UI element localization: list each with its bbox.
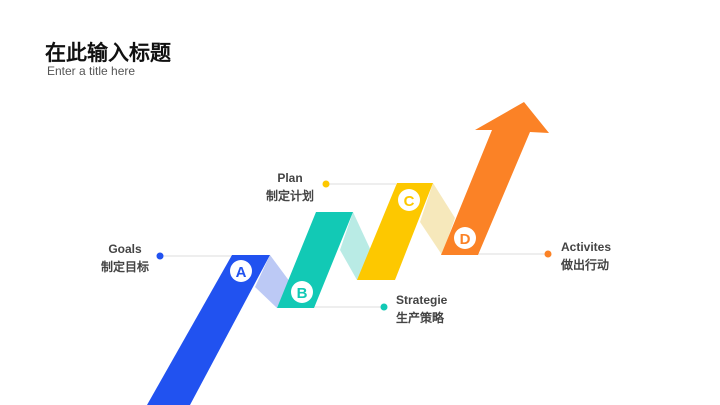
label-plan: Plan 制定计划 [250, 169, 330, 205]
label-strategie-zh: 生产策略 [396, 311, 445, 325]
label-goals-en: Goals [108, 242, 142, 256]
label-strategie-en: Strategie [396, 293, 448, 307]
band-d-arrow [441, 102, 549, 255]
page-subtitle: Enter a title here [47, 64, 136, 78]
label-activites-en: Activites [561, 240, 612, 254]
badge-c-letter: C [404, 193, 415, 210]
badge-d-letter: D [460, 231, 471, 248]
band-c [357, 183, 433, 280]
fold-b [340, 212, 372, 280]
dot-a [156, 252, 164, 260]
label-activites: Activites 做出行动 [561, 238, 611, 274]
badge-b-letter: B [297, 285, 308, 302]
dot-c [322, 180, 330, 188]
dot-b [380, 303, 388, 311]
band-a [147, 255, 270, 405]
page-title: 在此输入标题 [45, 42, 171, 65]
dot-d [544, 250, 552, 258]
fold-a [255, 255, 290, 308]
badge-a [230, 260, 252, 282]
label-strategie: Strategie 生产策略 [396, 291, 447, 327]
badge-d [454, 227, 476, 249]
label-activites-zh: 做出行动 [561, 258, 610, 272]
label-plan-zh: 制定计划 [265, 189, 314, 203]
label-plan-en: Plan [277, 171, 303, 185]
badge-a-letter: A [236, 264, 247, 281]
fold-c [420, 183, 455, 255]
badge-c [398, 189, 420, 211]
label-goals: Goals 制定目标 [85, 240, 165, 276]
label-goals-zh: 制定目标 [100, 260, 149, 274]
band-b [277, 212, 353, 308]
badge-b [291, 281, 313, 303]
